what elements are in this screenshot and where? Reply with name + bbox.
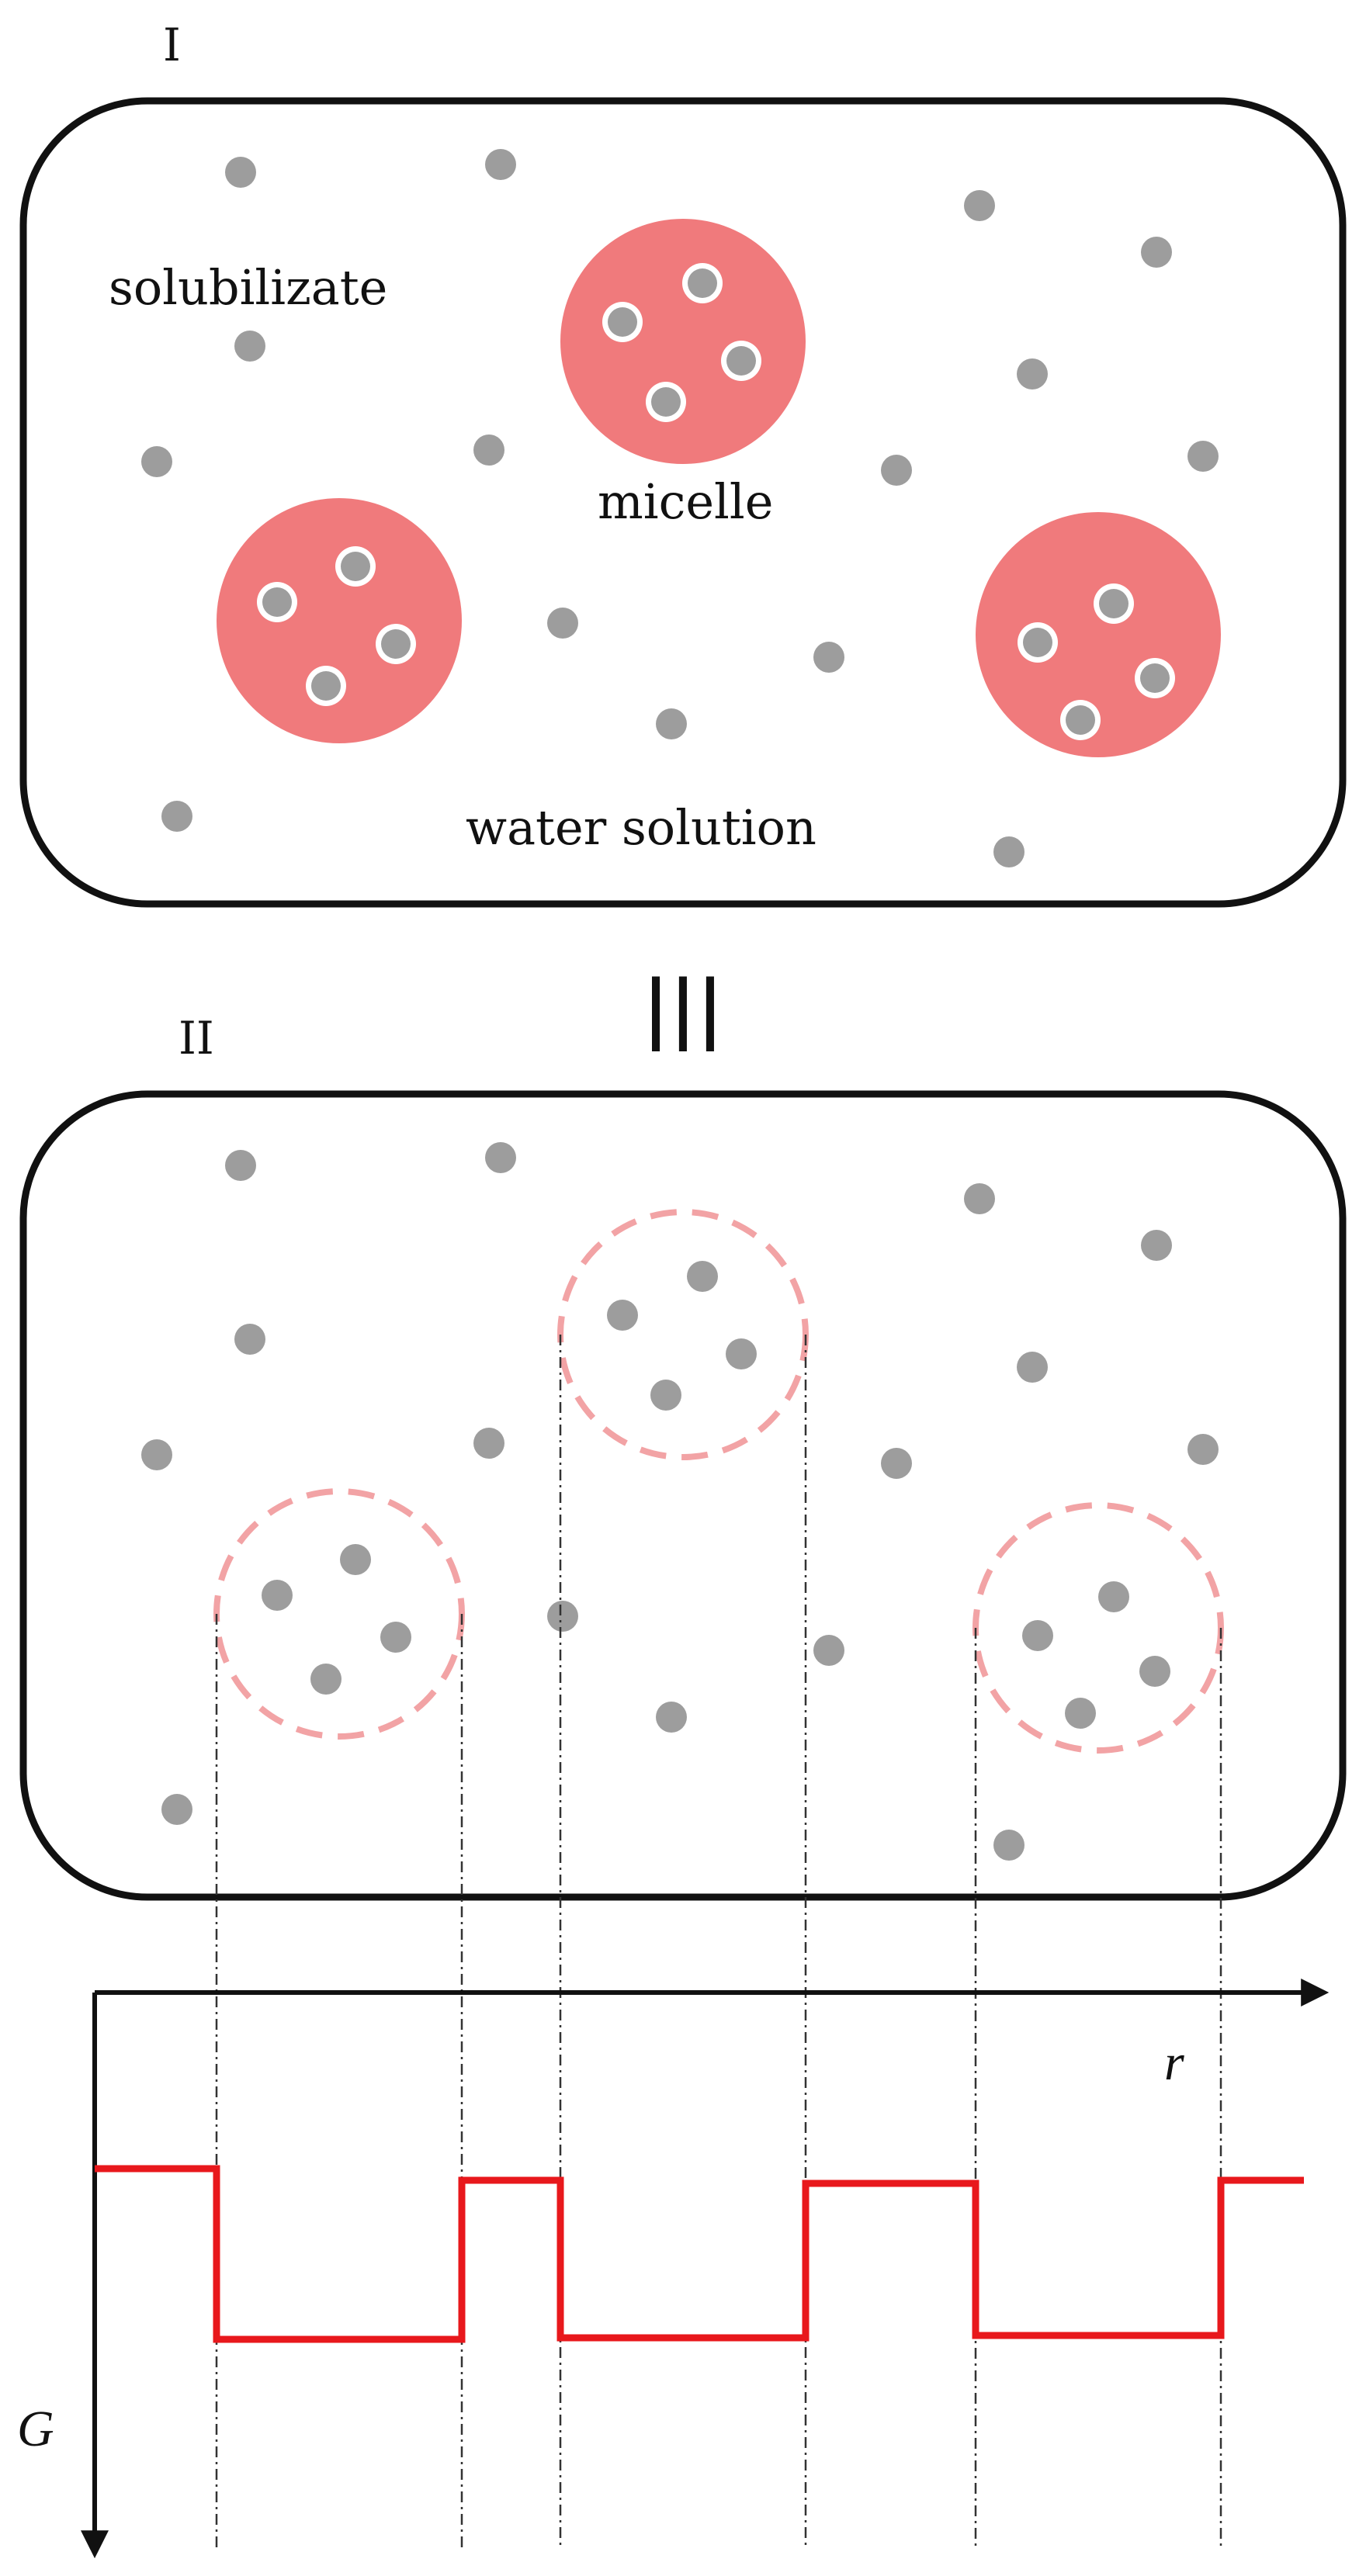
water-solution-label: water solution — [466, 799, 816, 856]
solubilized-particle — [381, 629, 411, 659]
solubilizate-particle — [813, 1635, 844, 1666]
solubilized-particle — [1139, 1656, 1170, 1687]
solubilized-particle — [1022, 1620, 1053, 1651]
solubilized-particle — [1140, 663, 1170, 693]
solubilized-particle — [608, 307, 637, 337]
solubilizate-particle — [881, 455, 912, 486]
solubilizate-particle — [993, 836, 1024, 867]
micelle-outline-dashed — [972, 1502, 1224, 1754]
solubilizate-particle — [881, 1448, 912, 1479]
solubilized-particle — [650, 1380, 681, 1411]
solubilized-particle — [1098, 1581, 1129, 1612]
solubilized-particle — [262, 1580, 293, 1611]
solubilizate-particle — [473, 1428, 504, 1459]
solubilizate-particle — [141, 446, 172, 477]
panel-2-micelle-outlines — [213, 1209, 1224, 1754]
solubilized-particle — [310, 1664, 342, 1695]
solubilizate-particle — [656, 708, 687, 739]
solubilizate-particle — [1187, 1434, 1219, 1465]
solubilizate-particle — [964, 1183, 995, 1214]
solubilized-particle — [262, 587, 292, 617]
solubilizate-particle — [234, 1324, 265, 1355]
solubilized-particle — [687, 1261, 718, 1292]
solubilized-particle — [311, 671, 341, 701]
panel-1-solubilizate-particles — [141, 149, 1219, 867]
solubilized-particle — [651, 387, 681, 417]
micelle-outline-dashed — [557, 1209, 809, 1460]
solubilizate-particle — [1141, 237, 1172, 268]
solubilizate-particle — [1017, 1352, 1048, 1383]
free-energy-step-line — [95, 2165, 1304, 2343]
solubilizate-particle — [656, 1702, 687, 1733]
solubilizate-particle — [485, 1142, 516, 1173]
solubilizate-particle — [547, 1601, 578, 1632]
solubilizate-particle — [473, 435, 504, 466]
micelle-outline-dashed — [213, 1488, 465, 1740]
panel-2-solubilizate-particles — [141, 1142, 1219, 1861]
panel-2: II — [19, 1012, 1347, 1901]
solubilizate-particle — [547, 608, 578, 639]
solubilized-particle — [1099, 589, 1129, 618]
solubilizate-particle — [1187, 441, 1219, 472]
micelle — [560, 219, 806, 464]
solubilizate-particle — [1017, 358, 1048, 390]
solubilized-particle — [726, 346, 756, 376]
solubilizate-particle — [964, 190, 995, 221]
solubilized-particle — [380, 1622, 411, 1653]
panel-1-label: I — [163, 19, 181, 71]
solubilizate-particle — [161, 1794, 192, 1825]
solubilized-particle — [1066, 705, 1095, 735]
x-axis-label: r — [1164, 2034, 1184, 2091]
projection-lines — [215, 1335, 1222, 2549]
solubilized-particle — [726, 1338, 757, 1369]
solubilizate-particle — [161, 801, 192, 832]
panel-1-frame — [19, 97, 1347, 908]
panel-2-frame — [19, 1090, 1347, 1901]
micelle-label: micelle — [598, 473, 773, 530]
solubilizate-particle — [234, 331, 265, 362]
solubilized-particle — [1023, 628, 1052, 657]
equivalence-symbol: ||| — [643, 964, 724, 1051]
solubilizate-particle — [1141, 1230, 1172, 1261]
solubilized-particle — [340, 1544, 371, 1575]
solubilizate-particle — [141, 1439, 172, 1470]
panel-2-label: II — [179, 1012, 214, 1065]
solubilized-particle — [688, 268, 717, 298]
solubilized-particle — [1065, 1698, 1096, 1729]
energy-graph: r G — [17, 1979, 1330, 2559]
solubilizate-particle — [813, 642, 844, 673]
solubilizate-particle — [225, 157, 256, 188]
y-axis-label: G — [17, 2401, 54, 2457]
micelle — [217, 498, 462, 743]
solubilizate-label: solubilizate — [109, 259, 387, 316]
solubilized-particle — [607, 1300, 638, 1331]
panel-1: I solubilizate micelle water solution — [19, 19, 1347, 908]
solubilized-particle — [341, 552, 370, 581]
solubilizate-particle — [485, 149, 516, 180]
solubilizate-particle — [993, 1830, 1024, 1861]
panel-1-micelles — [217, 219, 1221, 757]
solubilizate-particle — [225, 1150, 256, 1181]
